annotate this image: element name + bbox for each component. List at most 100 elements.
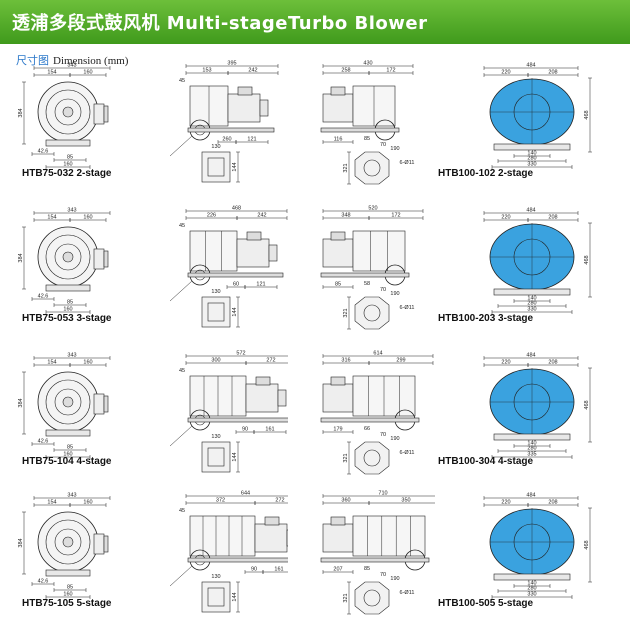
dimension-value: 172 (386, 68, 395, 74)
dimension-value: 70 (380, 142, 386, 148)
dimension-value: 90 (242, 427, 248, 433)
outlet-flange (103, 250, 109, 268)
dimension-value: 70 (380, 287, 386, 293)
dimension-value: 70 (380, 572, 386, 578)
dimension-value: 468 (584, 540, 590, 549)
outlet-flange (103, 395, 109, 413)
dimension-value: 190 (390, 576, 399, 582)
motor-body (236, 238, 270, 268)
dimension-value: 58 (364, 281, 370, 287)
dimension-value: 468 (232, 206, 241, 212)
dimension-value: 208 (548, 70, 557, 76)
dimension-value: 220 (501, 360, 510, 366)
dimension-value: 130 (211, 574, 220, 580)
base-foot-detail (201, 151, 231, 183)
dimension-value: 42.6 (38, 294, 49, 300)
shaft-hub (62, 396, 74, 408)
impeller-ring (54, 243, 82, 271)
motor-body (322, 238, 354, 268)
motor-body (227, 93, 261, 123)
base-foot-detail (201, 296, 231, 328)
dimension-value: 42.6 (38, 439, 49, 445)
dimension-value: 330 (527, 592, 536, 598)
motor-body (254, 523, 288, 553)
blower-casing (352, 230, 406, 272)
dimension-value: 160 (63, 452, 72, 458)
dimension-value: 161 (274, 567, 283, 573)
dimension-value: 42.6 (38, 149, 49, 155)
bolt-circle (363, 449, 381, 467)
dimension-value: 116 (334, 137, 343, 143)
leader-line (169, 565, 193, 587)
dimension-value: 179 (333, 427, 342, 433)
dimension-value: 6-Ø11 (400, 450, 415, 456)
base-plate (45, 429, 91, 437)
dimension-value: 350 (401, 498, 410, 504)
outlet-flange (103, 105, 109, 123)
dimension-value: 160 (63, 592, 72, 598)
shaft-hub (62, 536, 74, 548)
base-plate (493, 143, 571, 151)
model-caption: HTB100-505 5-stage (438, 598, 534, 609)
terminal-box (330, 376, 346, 386)
terminal-box (264, 516, 280, 526)
terminal-box (237, 86, 253, 96)
outlet-flange (93, 533, 105, 555)
dimension-value: 372 (216, 498, 225, 504)
dimension-value: 85 (335, 282, 341, 288)
bolt-flange-outline (354, 296, 390, 330)
motor-fan-cover (259, 99, 269, 117)
outlet-flange (103, 535, 109, 553)
dimension-value: 60 (233, 282, 239, 288)
base-rail (187, 557, 288, 563)
base-foot-detail (201, 581, 231, 613)
outlet-flange (93, 248, 105, 270)
base-foot-inner (207, 302, 225, 322)
dimension-value: 190 (390, 436, 399, 442)
dimension-value: 140 (527, 441, 536, 447)
dimension-value: 160 (83, 215, 92, 221)
dimension-value: 614 (373, 351, 382, 357)
dimension-value: 321 (343, 308, 349, 317)
base-foot-inner (207, 587, 225, 607)
dimension-value: 260 (222, 137, 231, 143)
dimension-value: 140 (527, 581, 536, 587)
dimension-value: 85 (364, 566, 370, 572)
terminal-box (330, 86, 346, 96)
dimension-value: 321 (343, 593, 349, 602)
dimension-value: 45 (179, 508, 185, 514)
dimension-value: 144 (232, 452, 238, 461)
dimension-label-en: Dimension (mm) (53, 55, 129, 67)
dimension-value: 299 (396, 358, 405, 364)
dimension-value: 343 (67, 208, 76, 214)
dimension-value: 208 (548, 360, 557, 366)
terminal-box (255, 376, 271, 386)
impeller-ring (45, 379, 91, 425)
impeller-ring (54, 528, 82, 556)
dimension-value: 220 (501, 215, 510, 221)
model-caption: HTB75-053 3-stage (22, 313, 112, 324)
base-rail (187, 272, 284, 278)
dimension-value: 242 (248, 68, 257, 74)
dimension-value: 321 (343, 163, 349, 172)
dimension-value: 220 (501, 500, 510, 506)
dimension-value: 90 (251, 567, 257, 573)
base-plate (493, 288, 571, 296)
bolt-circle (363, 304, 381, 322)
dimension-value: 190 (390, 146, 399, 152)
dimension-value: 45 (179, 368, 185, 374)
dimension-value: 160 (63, 162, 72, 168)
motor-fan-cover (268, 244, 278, 262)
base-plate (45, 569, 91, 577)
base-plate (493, 573, 571, 581)
dimension-value: 207 (333, 567, 342, 573)
base-foot-detail (201, 441, 231, 473)
